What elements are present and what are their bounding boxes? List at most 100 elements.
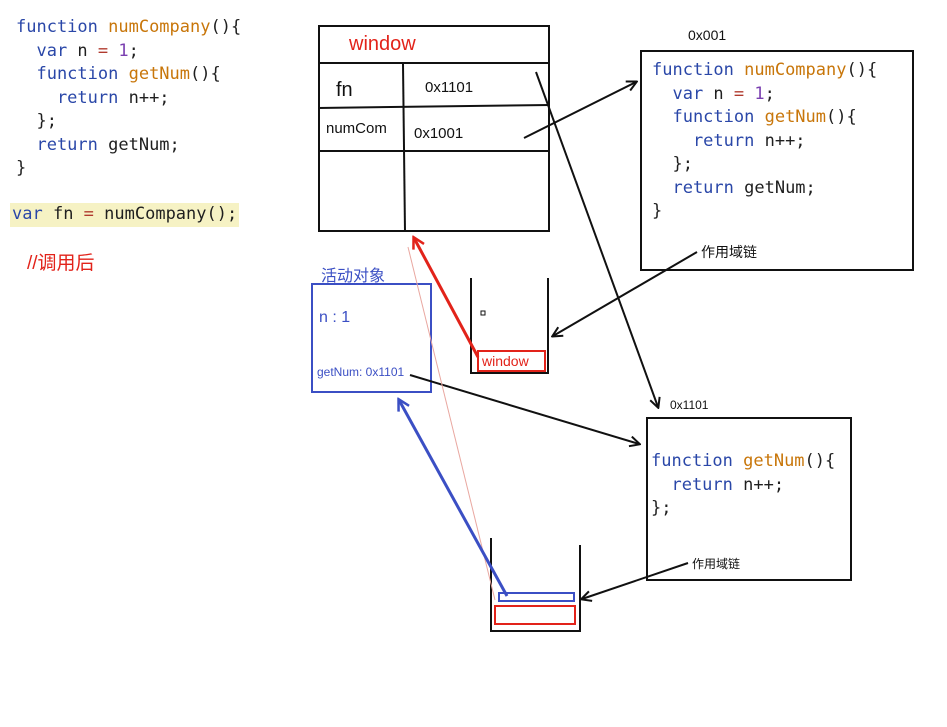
heap-numcompany-code-token: 1 [754, 83, 765, 104]
source-code-line: function numCompany(){ [16, 16, 241, 40]
window-box [318, 25, 550, 232]
heap-numcompany-code-line: return getNum; [652, 177, 877, 201]
arrow-heap-scope-to-stack [553, 251, 698, 336]
heap-numcompany-code-token: return [652, 130, 765, 151]
window-row-numcom-value: 0x1001 [414, 125, 464, 142]
arrow-blue-stack-to-activation [399, 400, 509, 597]
call-line: var fn = numCompany(); [10, 203, 240, 227]
heap-numcompany-code-token: getNum; [744, 177, 816, 198]
arrow-numcom-to-heap [523, 82, 636, 139]
source-code-token: function [16, 17, 109, 37]
source-code-token: } [16, 158, 27, 178]
stack-bottom-outline [490, 538, 581, 632]
stack-bottom-blue-frame [498, 592, 575, 602]
heap-numcompany-code-line: return n++; [652, 130, 877, 154]
source-code-token: n++; [128, 87, 170, 108]
stack-top-window-frame [477, 350, 546, 372]
window-column-divider [402, 63, 406, 233]
heap-getnum-code-token: return [651, 474, 744, 495]
heap-getnum-code-token: n++; [743, 474, 785, 495]
activation-n-entry: n : 1 [319, 309, 351, 326]
heap-numcompany-code-line: function numCompany(){ [652, 59, 877, 83]
source-code-token: (){ [190, 64, 221, 84]
call-line: var fn = numCompany(); [12, 203, 237, 227]
source-code-line: return n++; [16, 87, 241, 111]
activation-object-title: 活动对象 [321, 268, 386, 285]
window-title: window [349, 33, 416, 55]
window-row-numcom-name: numCom [326, 120, 387, 137]
heap-numcompany-code-token: (){ [826, 107, 857, 127]
source-code-block: function numCompany(){ var n = 1; functi… [16, 16, 241, 181]
heap-numcompany-code-token: function [652, 60, 745, 80]
source-code-token: getNum [128, 64, 191, 84]
heap-numcompany-code-token: numCompany [744, 60, 847, 80]
heap-numcompany-box [640, 50, 914, 271]
heap-numcompany-code-line: } [652, 200, 877, 224]
activation-object-box [311, 283, 432, 393]
call-token: = [83, 204, 105, 224]
heap-numcompany-code-line: }; [652, 153, 877, 177]
heap-getnum-box [646, 417, 852, 581]
source-code-token: 1 [118, 40, 129, 61]
stack-top-window-label: window [482, 353, 529, 369]
heap-getnum-code-line: }; [651, 497, 835, 521]
source-code-line: }; [16, 110, 241, 134]
source-code-token: var [16, 40, 78, 61]
source-code-token: return [16, 134, 109, 155]
heap-numcompany-code-token: function [652, 107, 765, 127]
source-code-token: function [16, 64, 129, 84]
heap-numcompany-code-token: n++; [764, 130, 806, 151]
window-divider-2 [317, 104, 551, 109]
stack-bottom-red-frame [494, 605, 576, 625]
activation-getnum-entry: getNum: 0x1101 [317, 365, 405, 379]
source-code-token: numCompany [108, 17, 211, 37]
heap-numcompany-scope-label: 作用域链 [701, 244, 757, 260]
source-code-line: function getNum(){ [16, 63, 241, 87]
source-code-token: (){ [210, 17, 242, 37]
source-code-token: getNum; [108, 134, 180, 155]
stack-top-outline [470, 278, 549, 374]
after-call-comment: //调用后 [27, 253, 95, 274]
heap-numcompany-code: function numCompany(){ var n = 1; functi… [652, 59, 877, 224]
heap-getnum-scope-label: 作用域链 [692, 557, 741, 571]
heap-getnum-code-token: getNum [743, 451, 805, 471]
heap-getnum-code-line: return n++; [651, 474, 835, 498]
thin-red-line [407, 246, 496, 601]
heap-numcompany-address: 0x001 [688, 27, 727, 43]
call-token: fn [52, 204, 84, 224]
heap-numcompany-code-token: }; [652, 154, 693, 174]
heap-numcompany-code-token: var [652, 83, 714, 104]
source-code-line: return getNum; [16, 134, 241, 158]
heap-numcompany-code-token: n [713, 83, 734, 104]
arrow-red-stack-to-window [414, 238, 480, 358]
source-code-line: var n = 1; [16, 40, 241, 64]
heap-numcompany-code-line: var n = 1; [652, 83, 877, 107]
heap-numcompany-code-token: } [652, 201, 663, 221]
heap-getnum-address: 0x1101 [670, 398, 709, 412]
heap-numcompany-code-token: (){ [846, 60, 878, 80]
arrow-activation-to-heap-getnum [409, 374, 639, 444]
heap-numcompany-code-line: function getNum(){ [652, 106, 877, 130]
source-code-token: n [77, 40, 98, 61]
source-code-token: }; [16, 111, 57, 131]
arrow-getnum-scope-to-stack [582, 562, 689, 599]
arrow-fn-to-heap-getnum [535, 71, 658, 407]
heap-numcompany-code-token: return [652, 177, 745, 198]
call-token: numCompany(); [104, 204, 238, 224]
heap-numcompany-code-token: = [733, 83, 755, 104]
window-row-fn-name: fn [336, 79, 353, 101]
source-code-token: return [16, 87, 129, 108]
heap-getnum-code-token: }; [651, 498, 672, 518]
heap-numcompany-code-token: ; [764, 83, 775, 104]
heap-getnum-code-line: function getNum(){ [651, 450, 835, 474]
heap-getnum-code: function getNum(){ return n++;}; [651, 450, 835, 521]
call-token: var [12, 204, 53, 224]
heap-numcompany-code-token: getNum [764, 107, 827, 127]
source-code-line: } [16, 157, 241, 181]
source-code-token: ; [128, 40, 139, 61]
heap-getnum-code-token: function [651, 451, 744, 471]
heap-getnum-code-token: (){ [804, 451, 836, 471]
window-row-fn-value: 0x1101 [425, 79, 474, 96]
stack-top-dot [480, 310, 486, 316]
